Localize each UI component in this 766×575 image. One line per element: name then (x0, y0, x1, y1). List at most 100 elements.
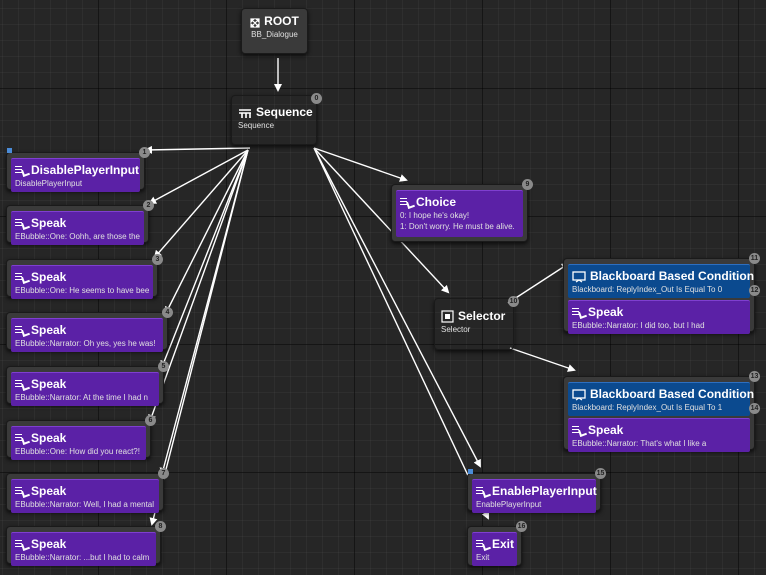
wire-seq-disable (144, 145, 251, 154)
speak-title: Speak (31, 377, 67, 391)
enable-title: EnablePlayerInput (492, 484, 597, 498)
bb1-task-index-badge: 12 (749, 285, 760, 296)
bb2-speak-title: Speak (588, 423, 624, 437)
blackboard-icon (572, 270, 586, 282)
bb2-task-index-badge: 14 (749, 403, 760, 414)
choice-option-1: 1: Don't worry. He must be alive. (400, 222, 515, 231)
speak-subtitle: EBubble::Narrator: At the time I had n (15, 393, 148, 402)
task-icon (400, 197, 412, 208)
root-node[interactable]: ROOT BB_Dialogue (241, 8, 308, 54)
speak-title: Speak (31, 270, 67, 284)
speak-subtitle: EBubble::One: Oohh, are those the (15, 232, 140, 241)
wire-selector-bb2 (509, 347, 576, 372)
wire-seq-speak6 (159, 149, 249, 476)
sequence-node[interactable]: Sequence Sequence 0 (231, 93, 322, 145)
blackboard-condition-branch-0[interactable]: Blackboard Based Condition Blackboard: R… (563, 253, 760, 334)
enable-player-input-node[interactable]: EnablePlayerInput EnablePlayerInput 15 (467, 468, 606, 513)
choice-node[interactable]: Choice 0: I hope he's okay! 1: Don't wor… (391, 179, 533, 242)
sequence-subtitle: Sequence (238, 121, 275, 130)
exit-title: Exit (492, 537, 515, 551)
breakpoint-marker (7, 148, 12, 153)
wire-seq-choice (313, 147, 408, 182)
breakpoint-marker (468, 469, 473, 474)
choice-index-badge: 9 (522, 179, 533, 190)
speak-title: Speak (31, 484, 67, 498)
wire-seq-speak3 (165, 149, 249, 315)
bb1-condition: Blackboard: ReplyIndex_Out Is Equal To 0 (572, 285, 723, 294)
speak-index-badge: 6 (145, 415, 156, 426)
selector-index-badge: 10 (508, 296, 519, 307)
blackboard-icon (572, 388, 586, 400)
bb2-speak-subtitle: EBubble::Narrator: That's what I like a (572, 439, 707, 448)
choice-option-0: 0: I hope he's okay! (400, 211, 470, 220)
bb2-title: Blackboard Based Condition (590, 387, 755, 401)
speak-node[interactable]: Speak EBubble::Narrator: Well, I had a m… (6, 468, 169, 513)
blackboard-condition-branch-1[interactable]: Blackboard Based Condition Blackboard: R… (563, 371, 760, 452)
task-icon (476, 539, 488, 550)
enable-index-badge: 15 (595, 468, 606, 479)
blackboard-decorator[interactable]: Blackboard Based Condition Blackboard: R… (568, 264, 754, 298)
root-title: ROOT (264, 14, 299, 28)
task-icon (15, 433, 27, 444)
task-icon (572, 425, 584, 436)
wire-seq-speak2 (153, 149, 249, 259)
exit-subtitle: Exit (476, 553, 490, 562)
wire-seq-speak1 (148, 149, 249, 204)
blackboard-decorator[interactable]: Blackboard Based Condition Blackboard: R… (568, 382, 754, 416)
speak-title: Speak (31, 431, 67, 445)
speak-index-badge: 3 (152, 254, 163, 265)
task-icon (15, 165, 27, 176)
speak-index-badge: 8 (155, 521, 166, 532)
speak-node[interactable]: Speak EBubble::One: He seems to have bee… (6, 254, 163, 299)
speak-index-badge: 2 (143, 200, 154, 211)
root-icon (250, 16, 260, 28)
wire-seq-speak4 (160, 149, 249, 369)
sequence-icon (238, 107, 252, 118)
task-icon (15, 486, 27, 497)
exit-index-badge: 16 (516, 521, 527, 532)
selector-node[interactable]: Selector Selector 10 (434, 296, 519, 350)
speak-title: Speak (31, 537, 67, 551)
exit-node[interactable]: Exit Exit 16 (467, 521, 527, 566)
task-icon (15, 218, 27, 229)
bb1-decorator-index-badge: 11 (749, 253, 760, 264)
speak-node[interactable]: Speak EBubble::One: How did you react?! … (6, 415, 156, 460)
wire-seq-speak5 (148, 149, 249, 423)
speak-title: Speak (31, 323, 67, 337)
speak-index-badge: 7 (158, 468, 169, 479)
speak-title: Speak (31, 216, 67, 230)
task-icon (572, 307, 584, 318)
bb2-decorator-index-badge: 13 (749, 371, 760, 382)
sequence-title: Sequence (256, 105, 313, 119)
disable-player-input-node[interactable]: DisablePlayerInput DisablePlayerInput 1 (6, 147, 150, 192)
disable-subtitle: DisablePlayerInput (15, 179, 83, 188)
bb1-speak-title: Speak (588, 305, 624, 319)
bb1-speak-subtitle: EBubble::Narrator: I did too, but I had (572, 321, 705, 330)
speak-node[interactable]: Speak EBubble::Narrator: ...but I had to… (6, 521, 166, 566)
speak-subtitle: EBubble::One: How did you react?! (15, 447, 140, 456)
speak-subtitle: EBubble::Narrator: Oh yes, yes he was! (15, 339, 156, 348)
disable-title: DisablePlayerInput (31, 163, 140, 177)
sequence-index-badge: 0 (311, 93, 322, 104)
task-icon (15, 272, 27, 283)
bb1-title: Blackboard Based Condition (590, 269, 755, 283)
task-icon (476, 486, 488, 497)
speak-index-badge: 5 (158, 361, 169, 372)
root-subtitle: BB_Dialogue (251, 30, 298, 39)
speak-node[interactable]: Speak EBubble::Narrator: Oh yes, yes he … (6, 307, 173, 352)
selector-icon (441, 309, 454, 323)
bb2-condition: Blackboard: ReplyIndex_Out Is Equal To 1 (572, 403, 723, 412)
choice-title: Choice (416, 195, 457, 209)
speak-subtitle: EBubble::Narrator: ...but I had to calm (15, 553, 150, 562)
selector-subtitle: Selector (441, 325, 471, 334)
speak-node[interactable]: Speak EBubble::Narrator: At the time I h… (6, 361, 169, 406)
speak-subtitle: EBubble::One: He seems to have bee (15, 286, 149, 295)
disable-index-badge: 1 (139, 147, 150, 158)
task-icon (15, 325, 27, 336)
speak-node[interactable]: Speak EBubble::One: Oohh, are those the … (6, 200, 154, 245)
enable-subtitle: EnablePlayerInput (476, 500, 542, 509)
task-icon (15, 379, 27, 390)
speak-index-badge: 4 (162, 307, 173, 318)
task-icon (15, 539, 27, 550)
speak-subtitle: EBubble::Narrator: Well, I had a mental (15, 500, 155, 509)
